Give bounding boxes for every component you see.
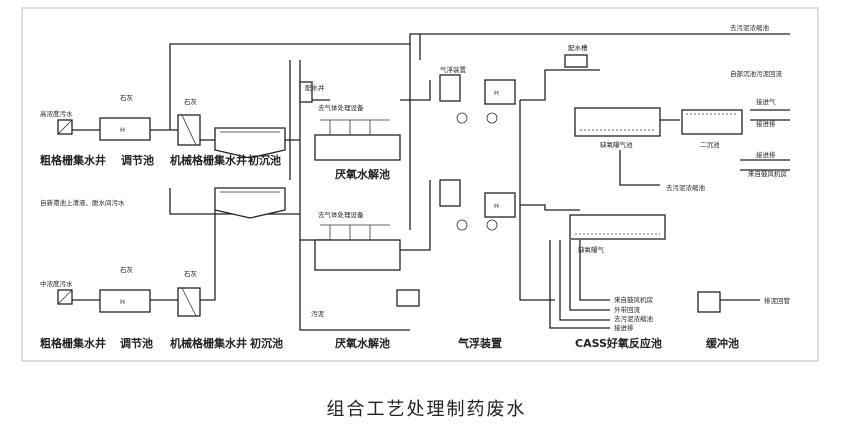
label-h4: H (494, 202, 499, 210)
label-peishuijing: 配水井 (305, 83, 325, 92)
label-aeration-1: 缺氧曝气池 (600, 140, 633, 149)
label-zhong-lime2: 石灰 (184, 269, 198, 278)
label-gao-lime2: 石灰 (184, 97, 198, 106)
flotation-tank-upper (484, 79, 516, 105)
process-flow-diagram: 高浓度污水 石灰 石灰 粗格栅集水井 调节池 机械格栅集水井 初沉池 配水井 去… (21, 7, 819, 362)
label-sludge-box: 污泥 (311, 310, 325, 318)
label-bottom-cass: CASS好氧反应池 (575, 336, 662, 350)
aeration-tank-upper (574, 107, 661, 137)
label-h3: H (494, 89, 499, 97)
flotation-reactor-upper (439, 74, 461, 102)
upper-train (57, 114, 286, 159)
figure-caption: 组合工艺处理制药废水 (326, 399, 527, 420)
label-zhong-coarse-grid: 粗格栅集水井 (40, 336, 106, 350)
primary-settling-upper (214, 127, 286, 159)
label-h2: H (120, 298, 125, 306)
label-gao-tiaojie: 调节池 (121, 153, 154, 167)
label-bottom-qifu: 气浮装置 (457, 336, 502, 350)
label-bottom-r3: 去污泥浓缩池 (614, 314, 654, 323)
label-peishuiqu: 配水槽 (568, 43, 588, 52)
aeration-tank-lower (569, 214, 666, 240)
label-bottom-r4: 接进排 (614, 323, 634, 332)
label-bottom-xiaodu: 缓冲池 (706, 336, 739, 350)
label-zhaoqi-3: 接进排 (756, 150, 776, 159)
label-zhong-tiaojie: 调节池 (120, 336, 153, 350)
label-to-sludge: 去污泥浓缩池 (666, 183, 706, 192)
label-bottom-yanyang: 厌氧水解池 (335, 336, 390, 350)
anaerobic-tank-upper (314, 134, 401, 161)
diagram-labels: 高浓度污水 石灰 石灰 粗格栅集水井 调节池 机械格栅集水井 初沉池 配水井 去… (40, 23, 791, 350)
label-bottom-r2: 外带回流 (614, 305, 641, 314)
label-zhong-water: 中浓度污水 (40, 279, 73, 288)
flotation-tank-lower (484, 192, 516, 218)
label-qiqi-top: 去污泥浓缩池 (730, 23, 770, 32)
sludge-box (396, 289, 420, 307)
equalization-tank-lower (99, 289, 151, 313)
label-gao-water: 高浓度污水 (40, 109, 73, 118)
label-zhaoqi-1: 接进气 (756, 97, 776, 106)
label-yanyang-1: 厌氧水解池 (335, 167, 390, 181)
flotation-reactor-lower (439, 179, 461, 207)
label-qifu-top: 气浮装置 (440, 65, 467, 74)
anaerobic-tanks (299, 81, 420, 307)
buffer-tank (697, 291, 721, 313)
label-gao-coarse-grid: 粗格栅集水井 (40, 153, 106, 167)
label-zhong-sediment: 初沉池 (250, 336, 283, 350)
label-laizi-fan: 来自鼓风机房 (748, 169, 787, 178)
label-zhong-lime: 石灰 (120, 265, 134, 274)
label-recirc: 自部沉池污泥回流 (730, 69, 783, 78)
diagram-frame (21, 7, 819, 362)
primary-settling-lower (214, 187, 286, 219)
flotation-units (439, 74, 516, 231)
label-gao-mech-grid: 机械格栅集水井 (170, 153, 247, 167)
distribution-well (299, 81, 313, 103)
label-h1: H (120, 126, 125, 134)
label-aeration-2: 缺氧曝气 (578, 245, 605, 254)
distribution-trough (564, 54, 588, 68)
label-gao-lime: 石灰 (120, 93, 134, 102)
label-erchen: 二沉池 (700, 140, 720, 149)
cass-section (564, 54, 743, 313)
label-qiti-2: 去气体处理设备 (318, 210, 364, 219)
label-disinfect-out: 排泥回管 (764, 296, 791, 305)
anaerobic-tank-lower (314, 239, 401, 271)
label-zhaoqi-2: 接进排 (756, 119, 776, 128)
lower-train (57, 187, 286, 317)
label-gao-sediment: 初沉池 (248, 153, 281, 167)
label-qiti-1: 去气体处理设备 (318, 103, 364, 112)
label-zhong-mech-grid: 机械格栅集水井 (170, 336, 247, 350)
label-zhong-source: 自新港池上清液、脱水间污水 (40, 198, 125, 207)
label-bottom-r1: 来自鼓风机房 (614, 295, 653, 304)
equalization-tank-upper (99, 117, 151, 141)
